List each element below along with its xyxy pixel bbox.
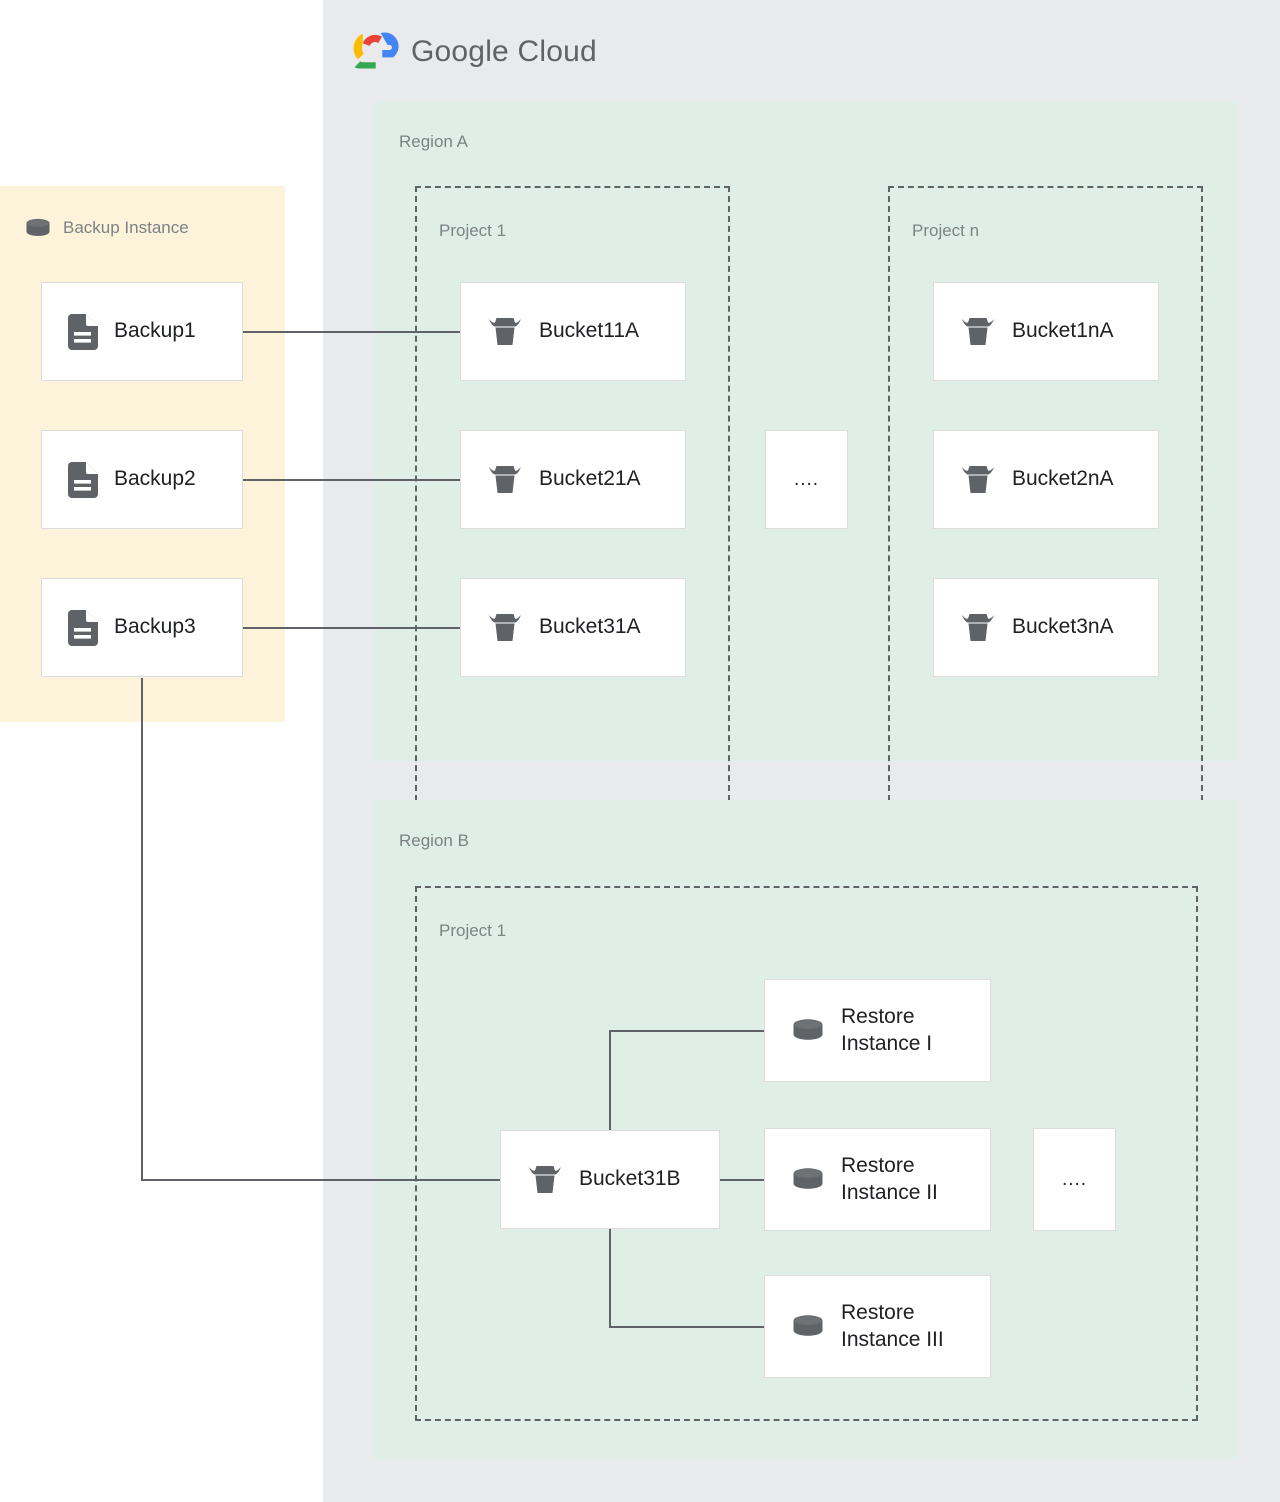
connector-backup3-bucket31b-horizontal	[141, 1179, 501, 1181]
node-bucket31a-label: Bucket31A	[539, 615, 641, 639]
node-bucket1na[interactable]: Bucket1nA	[933, 282, 1159, 381]
region-a-ellipsis-label: ....	[793, 468, 820, 490]
node-bucket21a[interactable]: Bucket21A	[460, 430, 686, 529]
connector-bucket31b-restore3-horizontal	[609, 1326, 765, 1328]
storage-bucket-icon	[487, 612, 523, 644]
node-bucket11a[interactable]: Bucket11A	[460, 282, 686, 381]
node-bucket2na-label: Bucket2nA	[1012, 467, 1114, 491]
node-bucket3na-label: Bucket3nA	[1012, 615, 1114, 639]
node-bucket31b-label: Bucket31B	[579, 1167, 681, 1191]
document-icon	[68, 609, 98, 646]
connector-backup2-bucket21a	[243, 479, 461, 481]
region-b-label: Region B	[399, 831, 469, 850]
node-backup1[interactable]: Backup1	[41, 282, 243, 381]
storage-bucket-icon	[487, 316, 523, 348]
connector-bucket31b-restore3-vertical	[609, 1179, 611, 1327]
region-b-ellipsis-label: ....	[1061, 1168, 1088, 1190]
backup-instance-header: Backup Instance	[25, 218, 189, 238]
node-bucket21a-label: Bucket21A	[539, 467, 641, 491]
connector-bucket31b-restore1-vertical	[609, 1030, 611, 1180]
connector-backup3-bucket31a	[243, 627, 461, 629]
connector-bucket31b-restore2-horizontal	[720, 1179, 765, 1181]
storage-bucket-icon	[960, 316, 996, 348]
project-1-region-b: Project 1	[415, 886, 1198, 1421]
node-restore-instance-1-label: Restore Instance I	[841, 1005, 933, 1055]
node-restore-instance-2[interactable]: Restore Instance II	[764, 1128, 991, 1231]
database-cylinder-icon	[791, 1313, 825, 1341]
storage-bucket-icon	[960, 464, 996, 496]
node-backup2[interactable]: Backup2	[41, 430, 243, 529]
document-icon	[68, 313, 98, 350]
storage-bucket-icon	[487, 464, 523, 496]
node-backup2-label: Backup2	[114, 467, 196, 491]
node-bucket3na[interactable]: Bucket3nA	[933, 578, 1159, 677]
database-cylinder-icon	[791, 1017, 825, 1045]
google-cloud-wordmark: Google Cloud	[411, 35, 597, 69]
connector-backup3-bucket31b-vertical	[141, 678, 143, 1181]
node-bucket31b[interactable]: Bucket31B	[500, 1130, 720, 1229]
project-n-region-a-label: Project n	[912, 221, 980, 240]
database-cylinder-icon	[791, 1166, 825, 1194]
connector-bucket31b-restore1-horizontal	[609, 1030, 765, 1032]
storage-bucket-icon	[527, 1164, 563, 1196]
cloud-wordmark-part: Cloud	[517, 35, 597, 68]
node-bucket11a-label: Bucket11A	[539, 319, 640, 343]
google-cloud-branding: Google Cloud	[353, 28, 597, 76]
node-backup3[interactable]: Backup3	[41, 578, 243, 677]
node-backup1-label: Backup1	[114, 319, 196, 343]
google-wordmark-part: Google	[411, 35, 509, 68]
connector-backup1-bucket11a	[243, 331, 461, 333]
node-backup3-label: Backup3	[114, 615, 196, 639]
node-restore-instance-1[interactable]: Restore Instance I	[764, 979, 991, 1082]
region-b-ellipsis-box: ....	[1033, 1128, 1116, 1231]
google-cloud-logo-icon	[353, 32, 399, 72]
region-a-ellipsis-box: ....	[765, 430, 848, 529]
node-bucket2na[interactable]: Bucket2nA	[933, 430, 1159, 529]
document-icon	[68, 461, 98, 498]
backup-instance-title: Backup Instance	[63, 218, 189, 237]
project-1-region-b-label: Project 1	[439, 921, 507, 940]
node-bucket1na-label: Bucket1nA	[1012, 319, 1114, 343]
node-bucket31a[interactable]: Bucket31A	[460, 578, 686, 677]
node-restore-instance-2-label: Restore Instance II	[841, 1154, 938, 1204]
database-cylinder-icon	[25, 218, 51, 238]
storage-bucket-icon	[960, 612, 996, 644]
node-restore-instance-3-label: Restore Instance III	[841, 1301, 944, 1351]
region-a-label: Region A	[399, 132, 468, 151]
project-1-region-a-label: Project 1	[439, 221, 507, 240]
node-restore-instance-3[interactable]: Restore Instance III	[764, 1275, 991, 1378]
